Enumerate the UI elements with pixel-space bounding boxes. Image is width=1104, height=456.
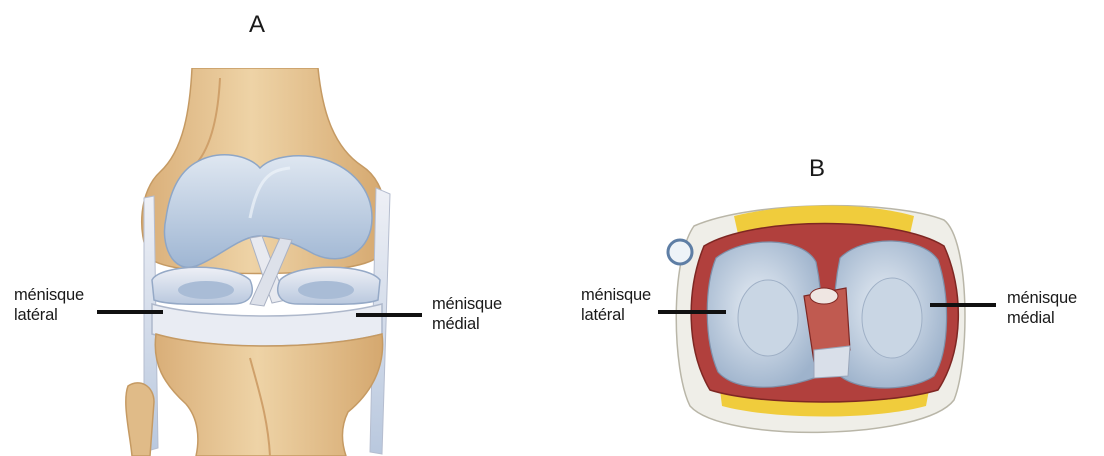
label-a-medial-meniscus: ménisque médial [432, 294, 502, 334]
label-a-lateral-line2: latéral [14, 305, 84, 325]
label-b-medial-line1: ménisque [1007, 288, 1077, 308]
label-b-lateral-line1: ménisque [581, 285, 651, 305]
label-a-lateral-meniscus: ménisque latéral [14, 285, 84, 325]
label-b-lateral-meniscus: ménisque latéral [581, 285, 651, 325]
label-a-medial-line1: ménisque [432, 294, 502, 314]
panel-a-letter: A [249, 13, 265, 37]
tibial-plateau-superior-illustration [664, 200, 974, 442]
leader-line-a-lateral [97, 310, 163, 314]
label-b-lateral-line2: latéral [581, 305, 651, 325]
leader-line-b-lateral [658, 310, 726, 314]
leader-line-a-medial [356, 313, 422, 317]
label-a-lateral-line1: ménisque [14, 285, 84, 305]
leader-line-b-medial [930, 303, 996, 307]
label-b-medial-line2: médial [1007, 308, 1077, 328]
label-a-medial-line2: médial [432, 314, 502, 334]
panel-b-letter: B [809, 157, 825, 181]
label-b-medial-meniscus: ménisque médial [1007, 288, 1077, 328]
knee-joint-anterior-illustration [100, 68, 400, 456]
